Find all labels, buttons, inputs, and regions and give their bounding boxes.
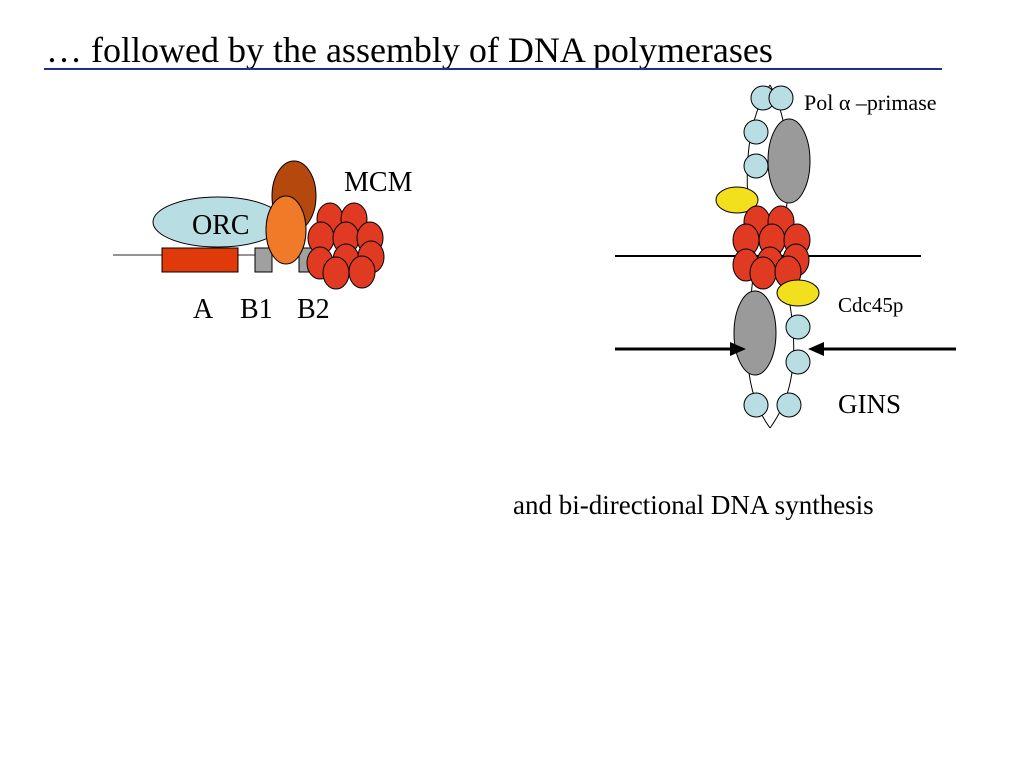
orc-label: ORC [192, 210, 250, 241]
slide-title: … followed by the assembly of DNA polyme… [46, 30, 773, 70]
gins-subunit [743, 153, 769, 179]
mcm-subunit [322, 256, 350, 290]
site-b1-box [254, 247, 273, 273]
cdc45-upper [715, 186, 759, 214]
cdc45p-label: Cdc45p [838, 293, 903, 317]
mcm-subunit [348, 255, 376, 289]
site-a-label: A [193, 294, 214, 325]
gins-subunit [785, 349, 811, 375]
gins-complex [743, 85, 811, 418]
cdc45-lower [776, 279, 820, 307]
mcm-complex [306, 202, 385, 290]
site-b2-label: B2 [297, 294, 330, 325]
gins-subunit [743, 119, 769, 145]
orc-subunit-orange [265, 195, 307, 265]
site-b1-label: B1 [240, 294, 273, 325]
polymerase-lower-shape [733, 290, 777, 376]
pol-alpha-primase-label: Pol α –primase [804, 90, 937, 115]
pol-alpha-primase-shape [767, 118, 811, 204]
gins-subunit [743, 392, 769, 418]
gins-subunit [776, 392, 802, 418]
arrowhead-icon [730, 342, 746, 356]
gins-subunit [785, 314, 811, 340]
arrowhead-icon [808, 342, 824, 356]
origin-complex-diagram: ORC MCM A B1 B2 [113, 160, 413, 325]
gins-subunit [768, 85, 794, 111]
mcm-label: MCM [344, 167, 413, 198]
site-a-box [161, 247, 239, 273]
title-underline [44, 68, 942, 70]
mcm-subunit [749, 256, 777, 290]
mcm-helicase [732, 205, 811, 290]
caption: and bi-directional DNA synthesis [513, 490, 874, 520]
gins-label: GINS [838, 389, 901, 419]
replisome-diagram: Pol α –primase Cdc45p GINS [615, 84, 956, 429]
